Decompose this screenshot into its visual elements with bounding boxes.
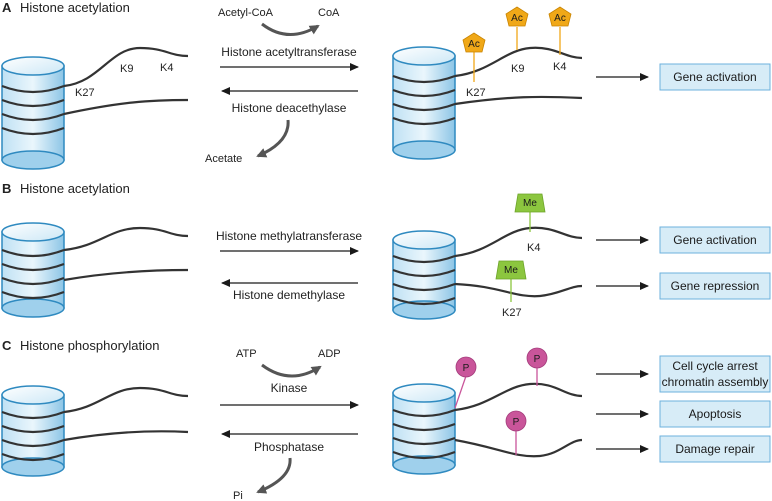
panel-c: C Histone phosphorylation ATP ADP Kinase…: [1, 338, 771, 501]
outcome-apoptosis: Apoptosis: [689, 407, 742, 421]
outcome-box: [659, 435, 771, 463]
dna-tail-lower: [454, 95, 583, 106]
dna-tail-upper: [63, 46, 189, 88]
nucleosome-c-right: P P P: [392, 347, 583, 475]
nucleosome-c-left: [1, 385, 189, 477]
mark-label: P: [534, 354, 541, 365]
nucleosome-a-right: Ac Ac Ac K9 K4 K27: [392, 6, 583, 160]
forward-enzyme-label: Histone acetyltransferase: [221, 45, 357, 59]
nucleosome-b-left: [1, 222, 189, 318]
outcome-chromatin-assembly: chromatin assembly: [662, 375, 769, 389]
outcome-gene-activation: Gene activation: [673, 233, 756, 247]
ac-tag: [548, 6, 572, 27]
panel-a-letter: A: [2, 0, 12, 15]
site-label-k9: K9: [511, 63, 524, 75]
reverse-enzyme-label: Histone demethylase: [233, 288, 345, 302]
cofactor-curved-arrow: [261, 363, 322, 378]
cofactor-curved-arrow: [261, 22, 320, 36]
ac-tag: [462, 32, 486, 53]
site-label-k4: K4: [553, 61, 566, 73]
ac-tag: [505, 6, 529, 27]
site-label-k27: K27: [502, 307, 522, 319]
panel-b-letter: B: [2, 181, 11, 196]
product-curved-arrow: [256, 457, 292, 494]
outcome-gene-activation: Gene activation: [673, 70, 756, 84]
nucleosome-a-left: K9 K4 K27: [1, 46, 189, 170]
forward-enzyme-label: Kinase: [271, 381, 308, 395]
reverse-enzyme-label: Histone deacethylase: [232, 101, 347, 115]
reverse-enzyme-label: Phosphatase: [254, 440, 324, 454]
panel-b-title: Histone acetylation: [20, 181, 130, 196]
cofactor-in-label: Acetyl-CoA: [218, 7, 274, 19]
me-tag: [495, 260, 527, 280]
mark-label: Me: [504, 265, 518, 276]
outcome-box: [659, 226, 771, 254]
outcome-box: [659, 400, 771, 428]
nucleosome-b-right: Me Me K4 K27: [392, 193, 583, 320]
product-curved-arrow: [256, 119, 290, 158]
site-label-k27: K27: [466, 87, 486, 99]
outcome-cell-cycle-arrest: Cell cycle arrest: [672, 359, 758, 373]
outcome-gene-repression: Gene repression: [671, 279, 760, 293]
mark-label: Me: [523, 198, 537, 209]
panel-c-title: Histone phosphorylation: [20, 338, 159, 353]
site-label-k9: K9: [120, 63, 133, 75]
mark-label: P: [513, 417, 520, 428]
dna-wrap: [1, 112, 65, 122]
mark-label: Ac: [468, 39, 480, 50]
cofactor-out-label: CoA: [318, 7, 340, 19]
mark-label: Ac: [554, 13, 566, 24]
dna-tail-upper: [454, 46, 583, 78]
dna-wrap: [1, 126, 65, 136]
mark-label: Ac: [511, 13, 523, 24]
site-label-k27: K27: [75, 87, 95, 99]
cofactor-in-label: ATP: [236, 348, 257, 360]
reverse-product-label: Acetate: [205, 153, 242, 165]
dna-wrap: [1, 98, 65, 108]
mark-label: P: [463, 363, 470, 374]
panel-b: B Histone acetylation Histone methylatra…: [1, 181, 771, 320]
site-label-k4: K4: [527, 242, 540, 254]
outcome-box: [659, 355, 771, 393]
panel-c-letter: C: [2, 338, 12, 353]
site-label-k4: K4: [160, 62, 173, 74]
dna-tail-lower: [63, 98, 189, 116]
p-tag: [505, 410, 527, 432]
outcome-damage-repair: Damage repair: [675, 442, 754, 456]
dna-wrap: [1, 84, 65, 94]
forward-enzyme-label: Histone methylatransferase: [216, 229, 362, 243]
panel-a-title: Histone acetylation: [20, 0, 130, 15]
me-tag: [514, 193, 546, 213]
outcome-box: [659, 272, 771, 300]
cofactor-out-label: ADP: [318, 348, 341, 360]
outcome-box: [659, 63, 771, 91]
reverse-product-label: Pi: [233, 490, 243, 501]
p-tag: [526, 347, 548, 369]
p-tag: [455, 356, 477, 378]
panel-a: A Histone acetylation K9 K4 K27 Acetyl-C…: [1, 0, 771, 170]
